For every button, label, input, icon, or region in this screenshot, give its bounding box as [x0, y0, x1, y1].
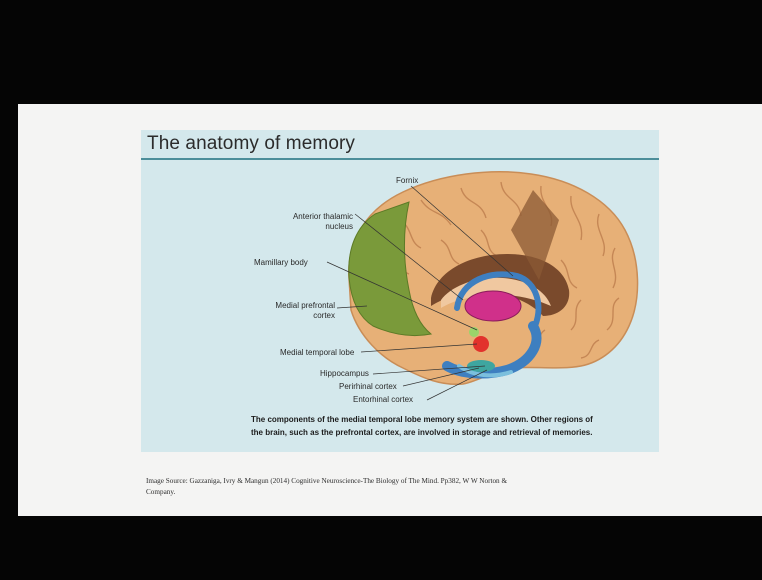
label-hippocampus: Hippocampus	[320, 369, 369, 379]
source-line-1: Image Source: Gazzaniga, Ivry & Mangun (…	[146, 476, 666, 487]
label-medial-prefrontal-line2: cortex	[249, 311, 335, 321]
source-line-2: Company.	[146, 487, 666, 498]
label-entorhinal-cortex: Entorhinal cortex	[353, 395, 413, 405]
image-source-citation: Image Source: Gazzaniga, Ivry & Mangun (…	[146, 476, 666, 498]
label-medial-prefrontal-line1: Medial prefrontal	[249, 301, 335, 311]
label-medial-temporal-lobe: Medial temporal lobe	[280, 348, 354, 358]
label-mamillary-body: Mamillary body	[254, 258, 308, 268]
thalamus	[465, 291, 521, 321]
label-anterior-thalamic-line2: nucleus	[275, 222, 353, 232]
label-fornix: Fornix	[396, 176, 418, 186]
caption-line-2: the brain, such as the prefrontal cortex…	[251, 426, 651, 439]
figure-panel: The anatomy of memory	[141, 130, 659, 452]
label-perirhinal-cortex: Perirhinal cortex	[339, 382, 397, 392]
label-anterior-thalamic-line1: Anterior thalamic	[275, 212, 353, 222]
caption-line-1: The components of the medial temporal lo…	[251, 413, 651, 426]
figure-caption: The components of the medial temporal lo…	[251, 413, 651, 439]
